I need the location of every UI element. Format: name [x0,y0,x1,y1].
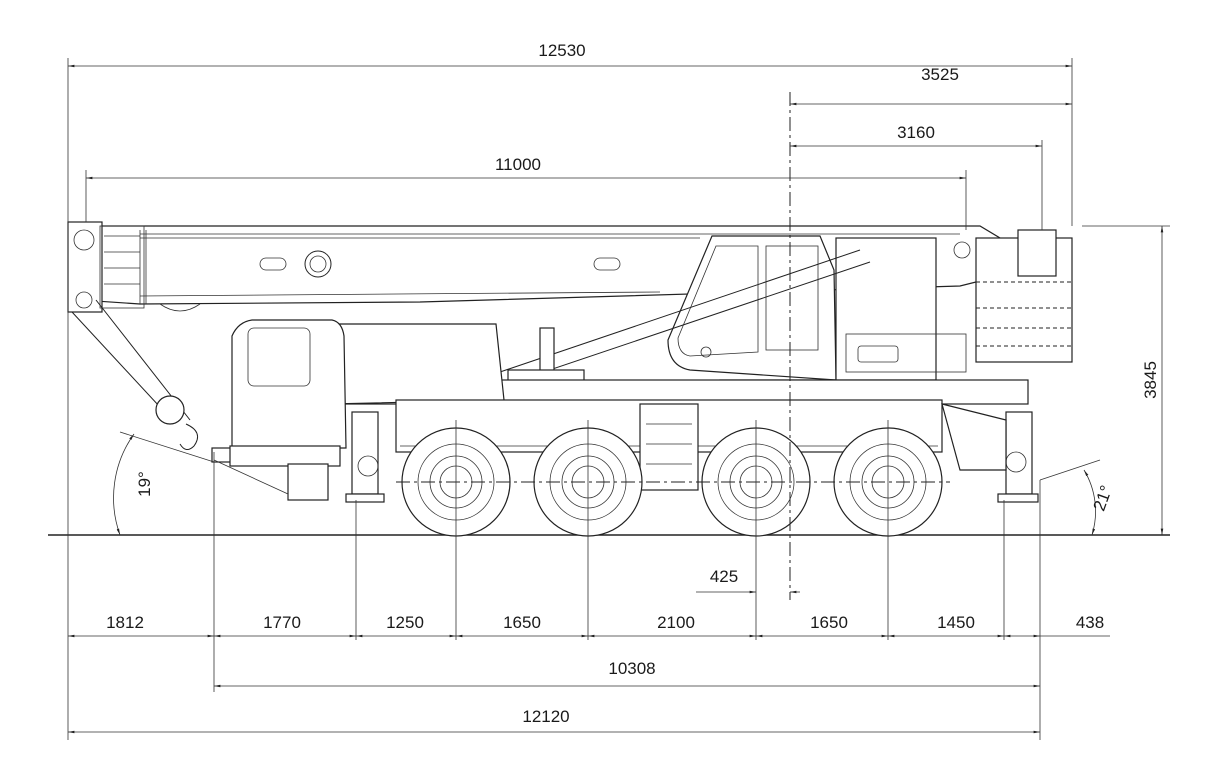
dim-seg-front-overhang: 1812 [106,613,144,632]
dim-overall-length: 12530 [538,41,585,60]
dim-seg-axle2-axle3: 2100 [657,613,695,632]
dim-rear-overhang-top: 3525 [921,65,959,84]
dim-wheelbase-total: 10308 [608,659,655,678]
dim-boom-length: 11000 [495,155,541,174]
dim-seg-axle3-axle4: 1650 [810,613,848,632]
dim-rear-angle: 21° [1090,483,1117,514]
dim-vehicle-length: 12120 [522,707,569,726]
dimension-lines [67,58,1170,740]
dim-offset: 425 [710,567,738,586]
dim-seg-front-to-outrigger: 1770 [263,613,301,632]
dimension-labels: 12530 3525 3160 11000 3845 19° 21° 425 1… [106,41,1160,726]
dim-seg-outrigger-to-axle1: 1250 [386,613,424,632]
dim-seg-axle4-to-outrigger: 1450 [937,613,975,632]
dim-seg-axle1-axle2: 1650 [503,613,541,632]
dim-seg-rear-overhang: 438 [1076,613,1104,632]
dim-counterweight-radius: 3160 [897,123,935,142]
dim-height: 3845 [1141,361,1160,399]
crane-vehicle [67,221,1073,503]
dim-front-angle: 19° [135,471,154,497]
